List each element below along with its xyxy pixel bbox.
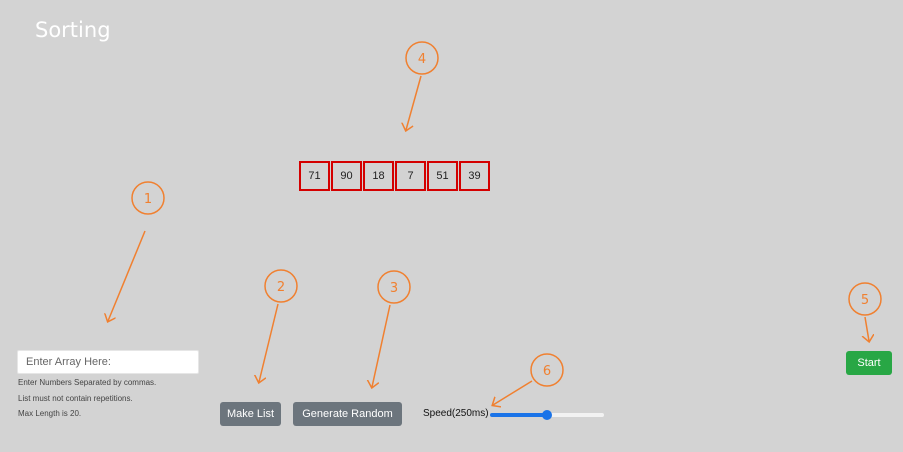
- annotation-circle-5: [848, 282, 882, 316]
- help-text-max-length: Max Length is 20.: [18, 409, 82, 418]
- annotation-arrow-4: [406, 75, 422, 130]
- annotation-circle-2: [264, 269, 298, 303]
- annotation-arrow-2: [259, 303, 279, 382]
- annotation-arrow-1: [108, 230, 146, 321]
- annotation-arrow-3: [372, 304, 391, 387]
- array-cell: 7: [395, 161, 426, 191]
- start-button[interactable]: Start: [846, 351, 892, 375]
- help-text-repetitions: List must not contain repetitions.: [18, 394, 133, 403]
- annotation-label-1: 1: [144, 192, 152, 207]
- array-cell: 71: [299, 161, 330, 191]
- annotation-circle-6: [530, 353, 564, 387]
- speed-label: Speed(250ms): [423, 408, 489, 419]
- speed-slider-thumb[interactable]: [542, 410, 552, 420]
- annotation-label-6: 6: [543, 364, 551, 379]
- annotation-circle-4: [405, 41, 439, 75]
- speed-slider[interactable]: [490, 409, 604, 421]
- make-list-button[interactable]: Make List: [220, 402, 281, 426]
- speed-slider-fill: [490, 413, 547, 417]
- array-cell: 90: [331, 161, 362, 191]
- annotation-circle-3: [377, 270, 411, 304]
- annotation-label-4: 4: [418, 52, 426, 67]
- help-text-separator: Enter Numbers Separated by commas.: [18, 378, 157, 387]
- annotation-label-5: 5: [861, 293, 869, 308]
- annotation-arrow-5: [865, 316, 869, 341]
- array-cell: 51: [427, 161, 458, 191]
- array-input[interactable]: [17, 350, 199, 374]
- array-cell: 18: [363, 161, 394, 191]
- array-display: 71 90 18 7 51 39: [299, 161, 491, 191]
- generate-random-button[interactable]: Generate Random: [293, 402, 402, 426]
- array-cell: 39: [459, 161, 490, 191]
- annotation-circle-1: [131, 181, 165, 215]
- annotation-arrow-6: [493, 380, 533, 405]
- annotation-label-3: 3: [390, 281, 398, 296]
- annotation-label-2: 2: [277, 280, 285, 295]
- page-title: Sorting: [35, 18, 111, 42]
